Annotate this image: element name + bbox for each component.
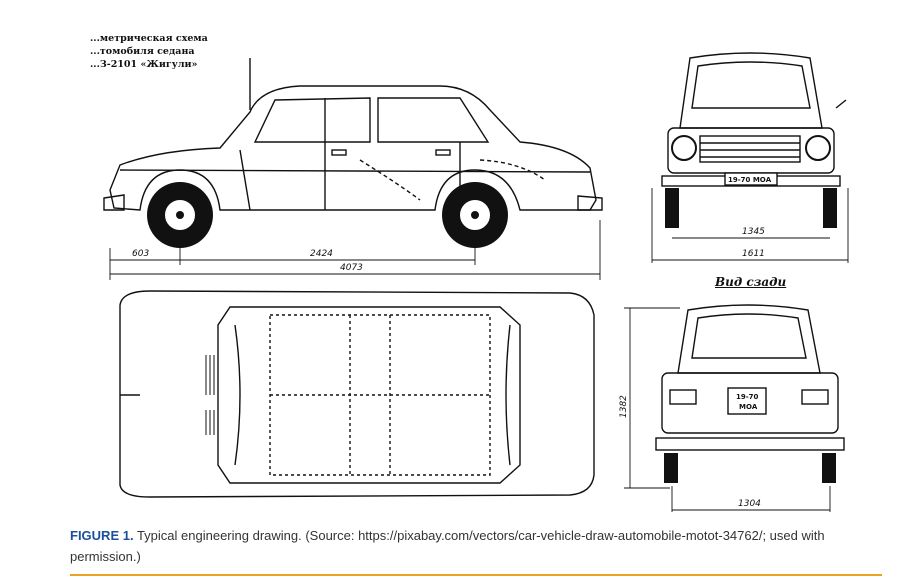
rear-plate-bottom: МОА bbox=[739, 403, 758, 411]
dim-wheelbase: 2424 bbox=[310, 249, 333, 259]
front-plate: 19-70 МОА bbox=[728, 176, 772, 184]
drawing-title-line-1: ...метрическая схема bbox=[90, 33, 208, 44]
front-view-drawing: 19-70 МОА 1345 1611 bbox=[650, 48, 850, 268]
dim-overall-length: 4073 bbox=[340, 263, 363, 273]
figure-label: FIGURE 1. bbox=[70, 528, 134, 543]
engineering-figure: ...метрическая схема ...томобиля седана … bbox=[70, 20, 880, 515]
rear-plate-top: 19-70 bbox=[736, 393, 759, 401]
rear-wheel bbox=[442, 182, 508, 248]
dim-rear-track: 1304 bbox=[738, 499, 761, 509]
dim-overall-width: 1611 bbox=[742, 249, 765, 259]
dim-height: 1382 bbox=[619, 395, 629, 418]
dim-front-track: 1345 bbox=[742, 227, 765, 237]
side-view-drawing: 603 2424 4073 bbox=[100, 50, 610, 280]
caption-rule bbox=[70, 574, 882, 576]
rear-view-drawing: 19-70 МОА 1382 1304 bbox=[610, 298, 860, 513]
figure-caption: FIGURE 1. Typical engineering drawing. (… bbox=[70, 525, 882, 567]
drawing-title: ...метрическая схема ...томобиля седана … bbox=[90, 32, 208, 71]
top-view-drawing bbox=[110, 285, 600, 510]
dim-front-overhang: 603 bbox=[132, 249, 149, 259]
drawing-title-line-3: ...З-2101 «Жигули» bbox=[90, 59, 198, 70]
rear-view-label: Вид сзади bbox=[715, 275, 787, 289]
front-wheel bbox=[147, 182, 213, 248]
figure-caption-text: Typical engineering drawing. (Source: ht… bbox=[70, 528, 825, 564]
drawing-title-line-2: ...томобиля седана bbox=[90, 46, 195, 57]
